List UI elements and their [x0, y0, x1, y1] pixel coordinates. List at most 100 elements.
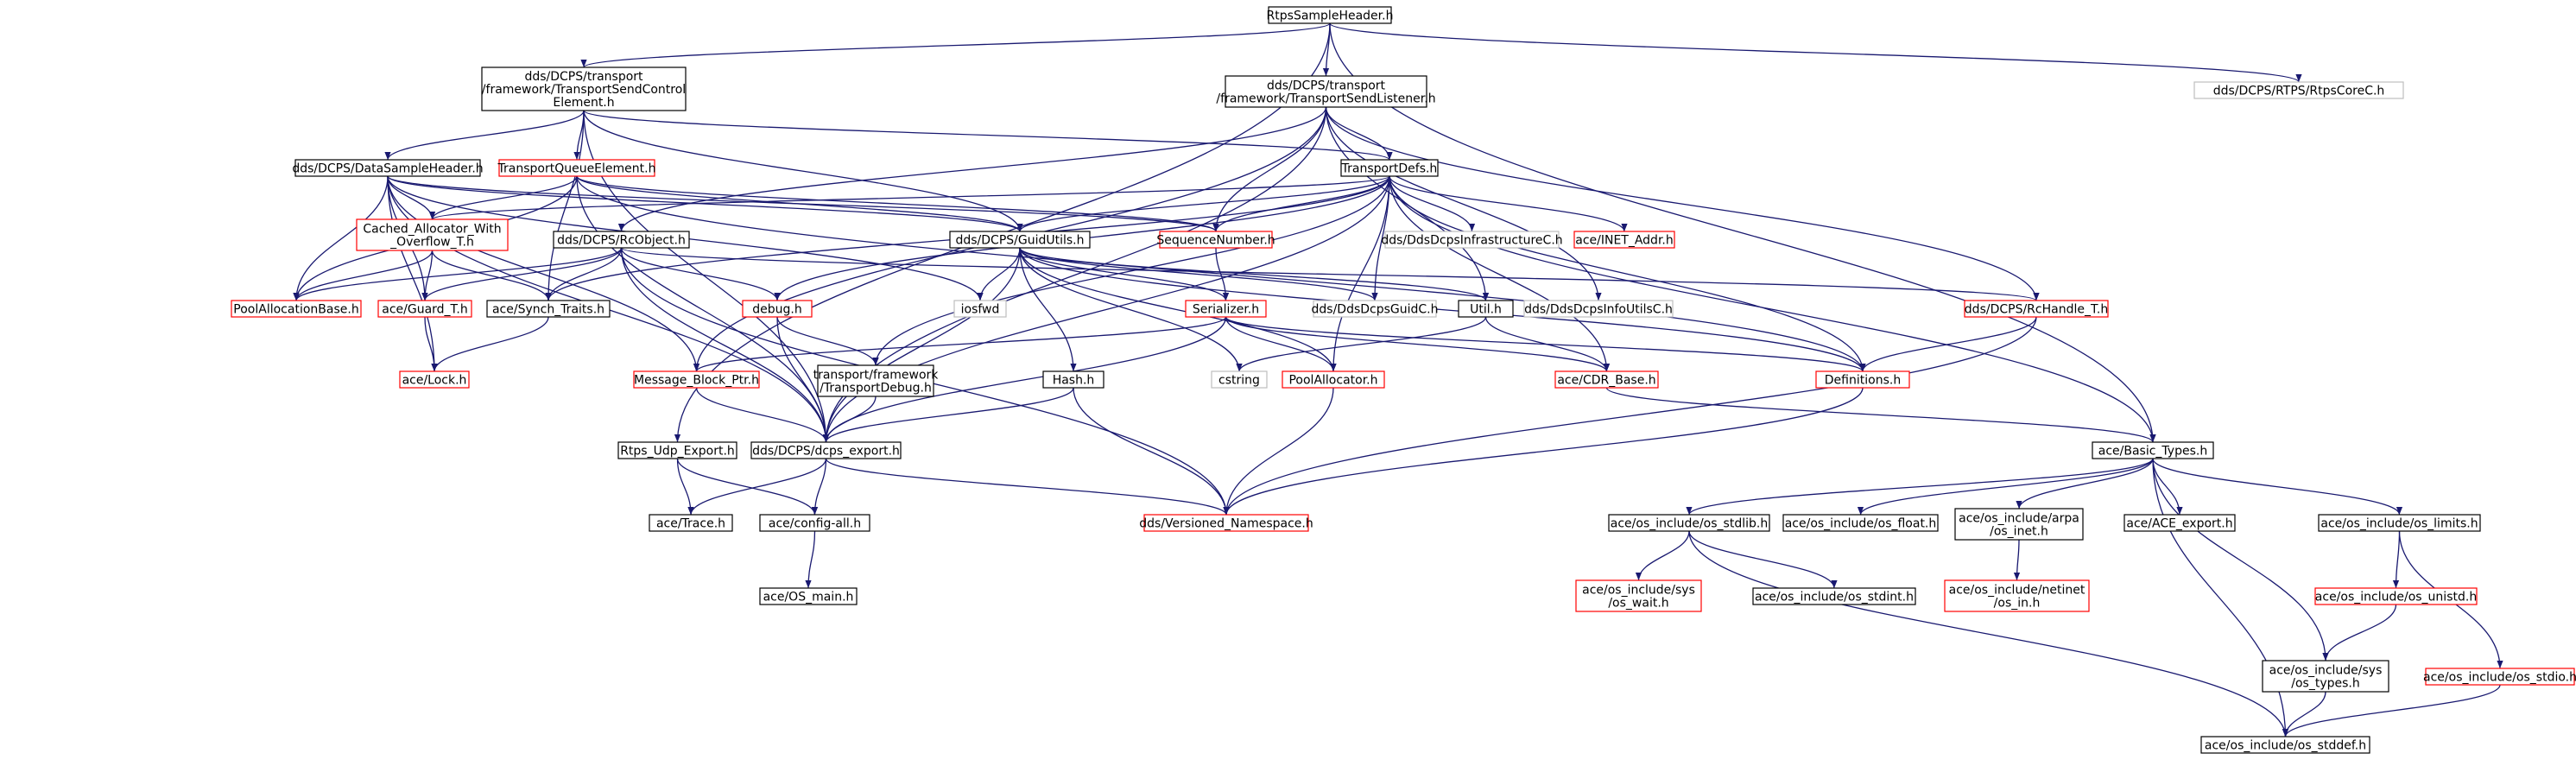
- node-guard[interactable]: ace/Guard_T.h: [377, 300, 472, 318]
- edge-debug-to-dcpsexport: [776, 316, 830, 443]
- node-label: RtpsSampleHeader.h: [1267, 9, 1394, 23]
- node-tsce[interactable]: dds/DCPS/transport/framework/TransportSe…: [481, 66, 687, 111]
- node-ostypes[interactable]: ace/os_include/sys/os_types.h: [2262, 660, 2389, 693]
- node-box: [1042, 370, 1104, 389]
- edge-dcpsexport-to-configall: [811, 458, 827, 516]
- node-cached[interactable]: Cached_Allocator_With_Overflow_T.h: [356, 218, 509, 251]
- node-osin[interactable]: ace/os_include/netinet/os_in.h: [1944, 579, 2090, 612]
- edge-seqnum-to-serializer: [1215, 247, 1230, 301]
- node-tdefs[interactable]: TransportDefs.h: [1340, 159, 1439, 177]
- node-osfloat[interactable]: ace/os_include/os_float.h: [1782, 514, 1939, 532]
- node-label: ace/Synch_Traits.h: [492, 303, 604, 317]
- edge-synch-to-lock: [431, 316, 549, 372]
- node-osstdlib[interactable]: ace/os_include/os_stdlib.h: [1608, 514, 1770, 532]
- node-box: [1523, 300, 1674, 318]
- node-label: /os_types.h: [2291, 677, 2359, 691]
- node-box: [1554, 370, 1659, 389]
- node-debug[interactable]: debug.h: [742, 300, 813, 318]
- node-tqe[interactable]: TransportQueueElement.h: [497, 159, 656, 177]
- edge-tdefs-to-tdebug: [872, 175, 1390, 366]
- node-infoutilsc[interactable]: dds/DdsDcpsInfoUtilsC.h: [1523, 300, 1674, 318]
- node-guidc[interactable]: dds/DdsDcpsGuidC.h: [1312, 300, 1439, 318]
- node-box: [1211, 370, 1268, 389]
- node-cdrbase[interactable]: ace/CDR_Base.h: [1554, 370, 1659, 389]
- node-seqnum[interactable]: SequenceNumber.h: [1156, 231, 1275, 249]
- edge-tsl-to-rcobject: [618, 106, 1327, 232]
- edge-rcobject-to-poolallocbase: [293, 247, 623, 301]
- edge-basictypes-to-ostypes: [2152, 458, 2329, 662]
- node-tsl[interactable]: dds/DCPS/transport/framework/TransportSe…: [1216, 75, 1436, 108]
- node-box: [1159, 231, 1273, 249]
- edge-rtpssample-to-rtpscorec: [1329, 22, 2302, 83]
- node-label: Hash.h: [1053, 374, 1095, 388]
- node-box: [1782, 514, 1939, 532]
- dependency-edges: [293, 22, 2503, 738]
- edge-basictypes-to-osstdlib: [1686, 458, 2154, 516]
- node-label: cstring: [1218, 374, 1260, 388]
- node-aceexport[interactable]: ace/ACE_export.h: [2123, 514, 2236, 532]
- node-label: ace/config-all.h: [769, 517, 861, 531]
- node-versioned[interactable]: dds/Versioned_Namespace.h: [1139, 514, 1313, 532]
- node-iosfwd[interactable]: iosfwd: [953, 300, 1007, 318]
- node-osunistd[interactable]: ace/os_include/os_unistd.h: [2314, 587, 2478, 605]
- edge-guidutils-to-poolallocator: [1019, 247, 1337, 372]
- edge-rcobject-to-synch: [545, 247, 623, 301]
- edge-tdefs-to-guidutils: [1016, 175, 1390, 232]
- edge-dcpsexport-to-trace: [687, 458, 827, 516]
- edge-tdefs-to-inetaddr: [1389, 175, 1628, 232]
- node-configall[interactable]: ace/config-all.h: [759, 514, 870, 532]
- node-label: ace/os_include/os_stdint.h: [1755, 591, 1914, 605]
- node-trace[interactable]: ace/Trace.h: [649, 514, 733, 532]
- node-osstdio[interactable]: ace/os_include/os_stdio.h: [2423, 668, 2576, 686]
- node-synch[interactable]: ace/Synch_Traits.h: [486, 300, 611, 318]
- node-box: [1752, 587, 1916, 605]
- edge-basictypes-to-osinet: [2016, 458, 2154, 510]
- node-box: [759, 587, 858, 605]
- node-poolallocbase[interactable]: PoolAllocationBase.h: [231, 300, 362, 318]
- edge-guidutils-to-dcpsexport: [822, 247, 1021, 443]
- node-lock[interactable]: ace/Lock.h: [399, 370, 470, 389]
- node-basictypes[interactable]: ace/Basic_Types.h: [2092, 441, 2214, 459]
- node-oslimits[interactable]: ace/os_include/os_limits.h: [2318, 514, 2481, 532]
- node-box: [1608, 514, 1770, 532]
- edge-osunistd-to-ostypes: [2322, 604, 2397, 662]
- edge-mbptr-to-dcpsexport: [695, 387, 830, 443]
- node-infracorec[interactable]: dds/DdsDcpsInfrastructureC.h: [1381, 231, 1563, 249]
- node-box: [633, 370, 760, 389]
- node-osstdint[interactable]: ace/os_include/os_stdint.h: [1752, 587, 1916, 605]
- node-mbptr[interactable]: Message_Block_Ptr.h: [633, 370, 760, 389]
- node-label: /TransportDebug.h: [820, 382, 932, 396]
- node-rcobject[interactable]: dds/DCPS/RcObject.h: [553, 231, 690, 249]
- node-poolallocator[interactable]: PoolAllocator.h: [1282, 370, 1385, 389]
- node-box: [1384, 231, 1560, 249]
- node-osinet[interactable]: ace/os_include/arpa/os_inet.h: [1954, 508, 2084, 541]
- node-rchandle[interactable]: dds/DCPS/RcHandle_T.h: [1964, 300, 2109, 318]
- node-label: ace/CDR_Base.h: [1557, 374, 1655, 388]
- node-serializer[interactable]: Serializer.h: [1185, 300, 1267, 318]
- node-util[interactable]: Util.h: [1458, 300, 1514, 318]
- node-dcpsexport[interactable]: dds/DCPS/dcps_export.h: [750, 441, 902, 459]
- node-box: [2092, 441, 2214, 459]
- node-tdebug[interactable]: transport/framework/TransportDebug.h: [813, 364, 940, 397]
- node-label: /os_inet.h: [1990, 525, 2048, 539]
- node-hash[interactable]: Hash.h: [1042, 370, 1104, 389]
- edge-tsce-to-tdefs: [583, 110, 1393, 161]
- node-box: [481, 66, 687, 111]
- edge-serializer-to-cdrbase: [1225, 316, 1610, 372]
- edge-guidutils-to-guidc: [1019, 247, 1378, 301]
- edge-configall-to-osmain: [805, 530, 816, 589]
- node-inetaddr[interactable]: ace/INET_Addr.h: [1573, 231, 1675, 249]
- node-cstring[interactable]: cstring: [1211, 370, 1268, 389]
- edge-guidutils-to-serializer: [1019, 247, 1230, 301]
- node-rtpscorec[interactable]: dds/DCPS/RTPS/RtpsCoreC.h: [2193, 81, 2404, 99]
- node-guidutils[interactable]: dds/DCPS/GuidUtils.h: [949, 231, 1091, 249]
- node-osmain[interactable]: ace/OS_main.h: [759, 587, 858, 605]
- node-oswait[interactable]: ace/os_include/sys/os_wait.h: [1575, 579, 1702, 612]
- node-label: TransportQueueElement.h: [497, 162, 656, 176]
- node-definitions[interactable]: Definitions.h: [1815, 370, 1910, 389]
- node-udpexport[interactable]: Rtps_Udp_Export.h: [617, 441, 737, 459]
- node-dsh[interactable]: dds/DCPS/DataSampleHeader.h: [292, 159, 484, 177]
- edge-cdrbase-to-basictypes: [1605, 387, 2156, 443]
- node-osstddef[interactable]: ace/os_include/os_stddef.h: [2200, 736, 2370, 754]
